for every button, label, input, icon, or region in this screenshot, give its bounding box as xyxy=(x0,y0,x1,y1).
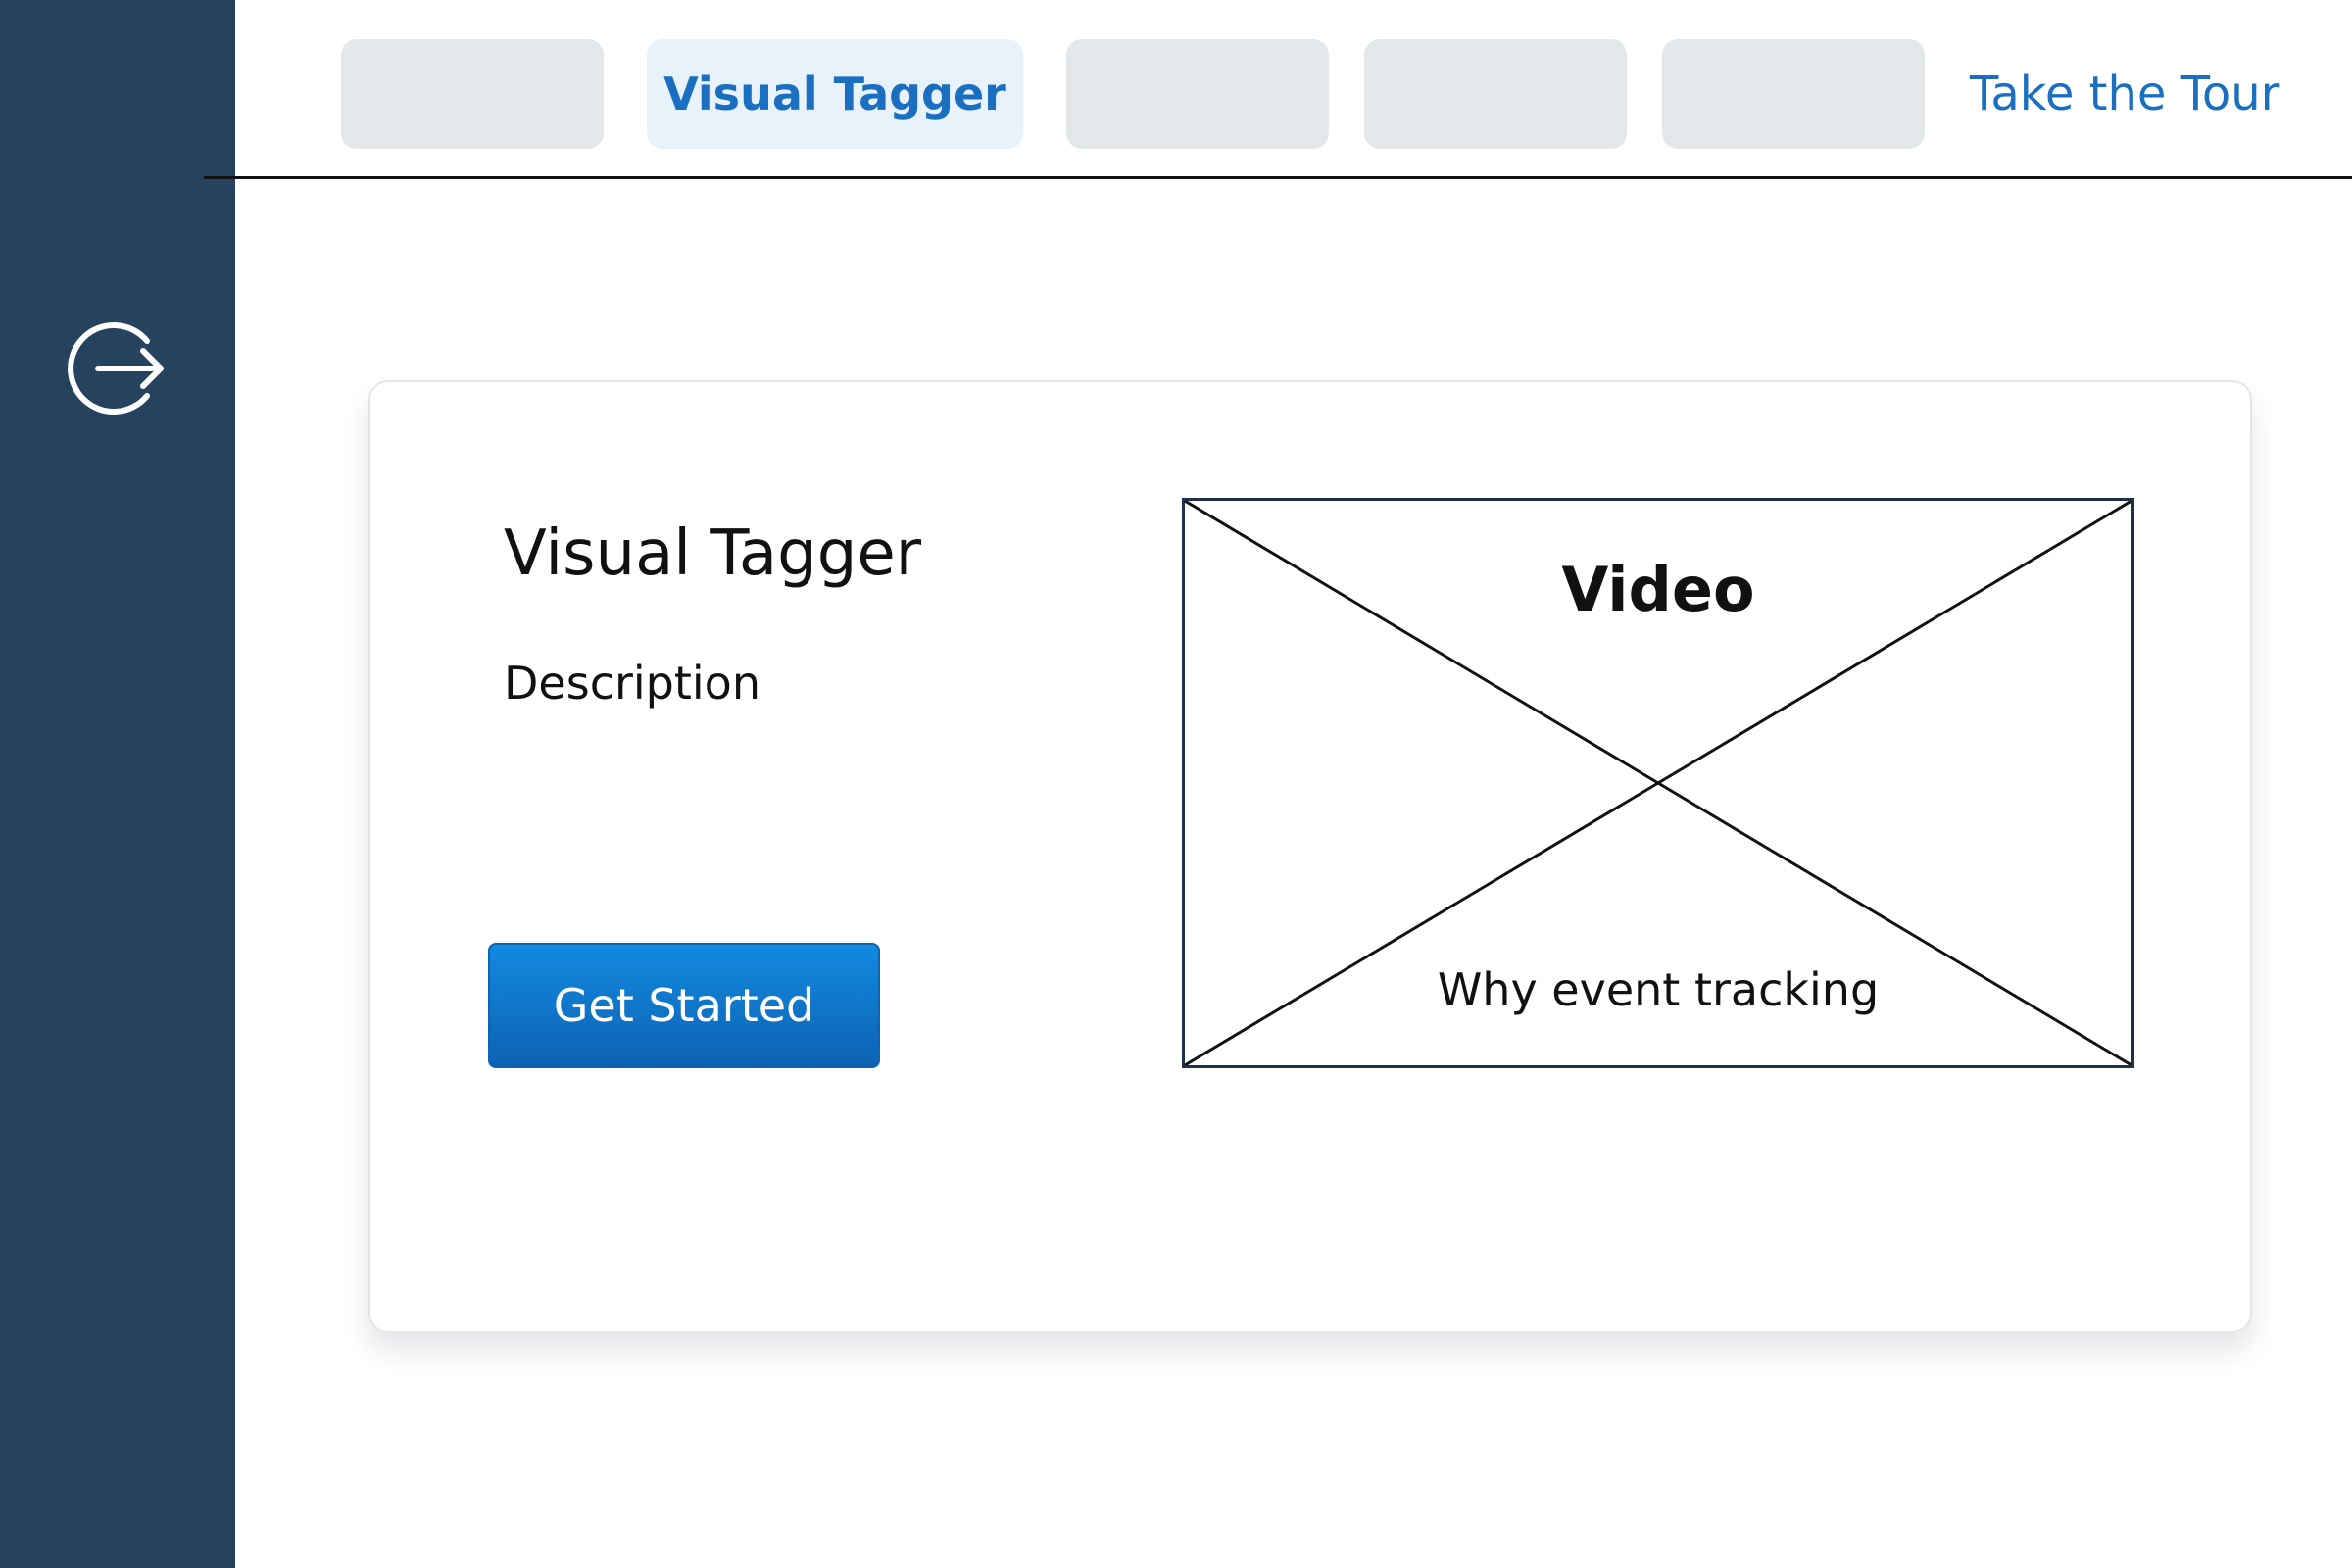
exit-button[interactable] xyxy=(61,312,174,425)
nav-divider xyxy=(204,176,2352,179)
card-description: Description xyxy=(504,657,760,710)
nav-tab-4[interactable] xyxy=(1364,39,1627,149)
get-started-button[interactable]: Get Started xyxy=(488,943,880,1068)
video-label: Video xyxy=(1561,554,1755,625)
sidebar xyxy=(0,0,235,1568)
nav-tab-3[interactable] xyxy=(1066,39,1329,149)
take-the-tour-link[interactable]: Take the Tour xyxy=(1970,67,2280,122)
nav-tab-5[interactable] xyxy=(1662,39,1925,149)
video-caption: Why event tracking xyxy=(1437,963,1880,1016)
feature-card: Visual Tagger Description Get Started Vi… xyxy=(368,380,2252,1333)
nav-tab-visual-tagger[interactable]: Visual Tagger xyxy=(647,39,1023,149)
nav-tab-1[interactable] xyxy=(341,39,604,149)
top-nav: Visual Tagger Take the Tour xyxy=(0,0,2352,179)
placeholder-cross-icon xyxy=(1185,501,2132,1065)
exit-arrow-icon xyxy=(68,322,164,415)
video-placeholder[interactable]: Video Why event tracking xyxy=(1182,498,2134,1068)
card-title: Visual Tagger xyxy=(504,517,922,590)
